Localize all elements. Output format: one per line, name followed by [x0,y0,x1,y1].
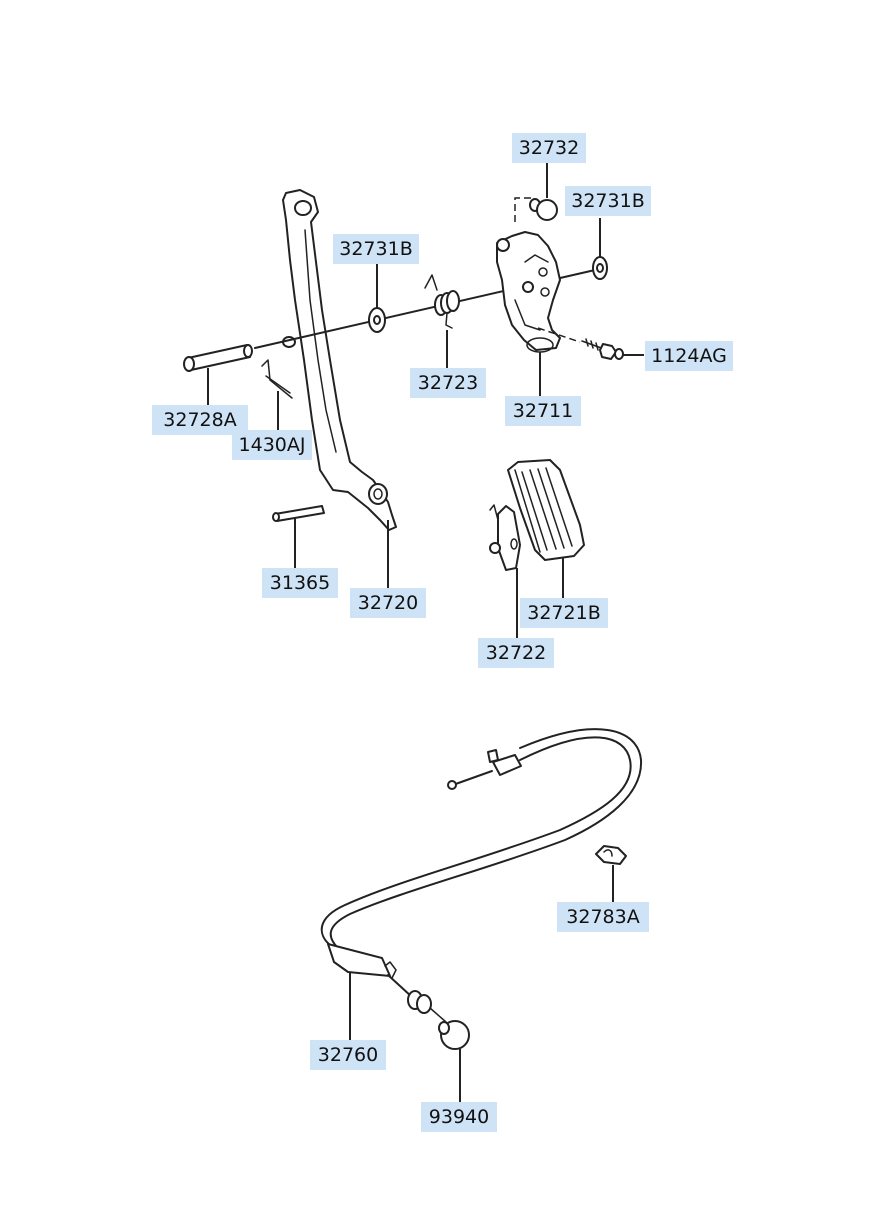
part-label-93940[interactable]: 93940 [421,1102,497,1132]
pedal-bracket [496,231,561,353]
cable-end-cap [438,1020,470,1050]
washer-left [368,307,386,333]
part-label-1124ag[interactable]: 1124AG [645,341,733,371]
pedal-arm [282,189,397,531]
leader-lines [207,163,644,1102]
part-label-32721b[interactable]: 32721B [520,598,608,628]
part-label-32732[interactable]: 32732 [512,133,586,163]
pedal-pin [272,505,325,522]
part-label-32760[interactable]: 32760 [310,1040,386,1070]
accelerator-cable [320,728,643,1023]
pad-clip [489,504,521,571]
part-label-32722[interactable]: 32722 [478,638,554,668]
pedal-stopper [514,197,558,222]
washer-right [592,256,608,280]
pedal-pad [507,459,585,561]
split-pin [261,359,293,399]
pivot-shaft [183,344,253,372]
part-label-32783a[interactable]: 32783A [557,902,649,932]
part-label-32731b-left[interactable]: 32731B [333,234,419,264]
part-label-31365[interactable]: 31365 [262,568,338,598]
part-label-32711[interactable]: 32711 [505,396,581,426]
part-label-1430aj[interactable]: 1430AJ [232,430,312,460]
cable-clip [595,845,627,865]
part-label-32731b-right[interactable]: 32731B [565,186,651,216]
bracket-bolt [537,327,624,360]
return-spring [424,274,460,329]
part-label-32728a[interactable]: 32728A [152,405,248,435]
part-label-32723[interactable]: 32723 [410,368,486,398]
part-label-32720[interactable]: 32720 [350,588,426,618]
